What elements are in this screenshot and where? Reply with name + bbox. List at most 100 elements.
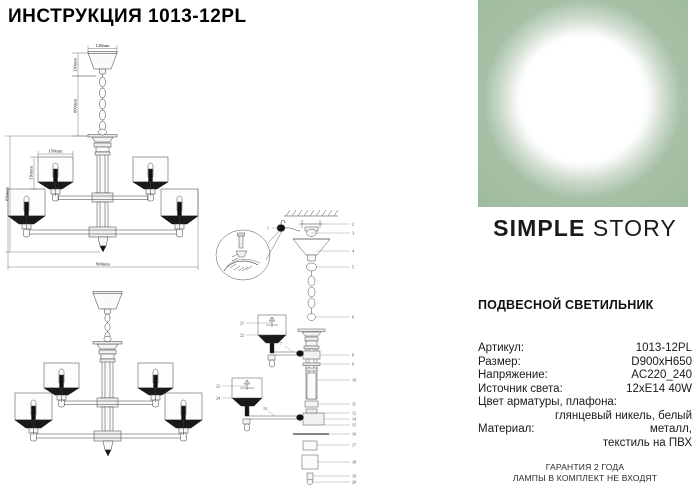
lamp-upper-right-2 xyxy=(137,362,174,408)
lower-column xyxy=(96,201,109,231)
exploded-canopy xyxy=(292,238,331,262)
callout-2: 2 xyxy=(352,222,354,227)
callout-12: 12 xyxy=(352,411,356,416)
exploded-upper-arm xyxy=(257,314,304,368)
callout-16: 16 xyxy=(352,432,356,437)
callout-10: 10 xyxy=(352,378,356,383)
specs-table: Артикул: 1013-12PL Размер: D900xH650 Нап… xyxy=(478,342,692,450)
spec-row-voltage: Напряжение: AC220_240 xyxy=(478,369,692,383)
dim-label-shade-height: 130mm xyxy=(29,166,34,180)
callout-7: 7 xyxy=(280,341,282,346)
exploded-assembly-diagram: 2 3 4 5 6 8 9 10 11 12 14 15 16 17 18 19… xyxy=(210,205,360,485)
lamp-lower-right-2 xyxy=(164,392,203,442)
lamp-upper-left-2 xyxy=(43,362,80,408)
callout-1: 1 xyxy=(267,226,269,231)
warranty-note: ГАРАНТИЯ 2 ГОДА xyxy=(545,462,625,472)
callout-15: 15 xyxy=(352,423,356,428)
sleeve-parts xyxy=(302,362,321,408)
callout-6: 6 xyxy=(352,315,354,320)
callout-4: 4 xyxy=(352,249,354,254)
callout-14: 14 xyxy=(352,417,356,422)
callout-22: 22 xyxy=(240,333,244,338)
callout-11: 11 xyxy=(352,402,356,407)
dim-label-total-height: 650mm xyxy=(5,187,10,201)
lamp-lower-right xyxy=(160,188,199,238)
upper-arm-junction xyxy=(302,350,321,360)
spec-label-color: Цвет арматуры, плафона: xyxy=(478,396,618,408)
spec-row-color-value: глянцевый никель, белый xyxy=(478,410,692,424)
center-column xyxy=(94,151,111,197)
lamp-lower-left-2 xyxy=(14,392,53,442)
spec-row-material: Материал: металл, xyxy=(478,423,692,437)
chandelier-elevation-drawing xyxy=(10,285,235,485)
dimension-total-height: 650mm xyxy=(5,135,100,253)
center-column-2 xyxy=(99,358,116,402)
dim-label-canopy-width: 120mm xyxy=(95,43,109,48)
dimensioned-chandelier-drawing: 120mm 130mm 600mm xyxy=(0,36,235,276)
spec-label-size: Размер: xyxy=(478,355,521,368)
bottom-finial-stack xyxy=(293,433,329,485)
mounting-bracket xyxy=(299,220,323,237)
callout-5: 5 xyxy=(352,265,354,270)
spec-label-article: Артикул: xyxy=(478,342,525,354)
canopy-shape xyxy=(87,51,118,75)
spec-row-size: Размер: D900xH650 xyxy=(478,356,692,370)
spec-row-material-cont: текстиль на ПВХ xyxy=(478,437,692,451)
spec-label-voltage: Напряжение: xyxy=(478,369,548,381)
canopy-shape-2 xyxy=(92,291,123,315)
lower-arm-bar-2 xyxy=(34,430,183,457)
dim-label-canopy-height: 130mm xyxy=(73,58,78,72)
ceiling-hook xyxy=(276,219,301,232)
callout-21: 21 xyxy=(240,321,244,326)
spec-label-lamp: Источник света: xyxy=(478,382,563,395)
spec-value-lamp: 12xE14 40W xyxy=(626,382,692,395)
spec-row-article: Артикул: 1013-12PL xyxy=(478,342,692,356)
detail-magnifier xyxy=(215,226,284,281)
callout-20: 20 xyxy=(352,480,356,485)
callout-24: 24 xyxy=(216,396,220,401)
dimension-canopy-width: 120mm xyxy=(87,43,118,53)
lamp-upper-right xyxy=(132,156,169,202)
dimension-shade-width: 150mm xyxy=(37,149,74,157)
brand-logo: SIMPLE STORY xyxy=(478,215,692,242)
page-title: ИНСТРУКЦИЯ 1013-12PL xyxy=(8,6,247,27)
callout-18: 18 xyxy=(352,460,356,465)
brand-word-light: STORY xyxy=(592,215,677,241)
exploded-lower-arm xyxy=(231,377,304,432)
spec-value-color: глянцевый никель, белый xyxy=(555,409,692,422)
spec-value-voltage: AC220_240 xyxy=(631,369,692,381)
spec-value-article: 1013-12PL xyxy=(635,342,692,354)
spec-value-material-cont: текстиль на ПВХ xyxy=(602,436,692,449)
upper-collar-2 xyxy=(92,336,123,360)
chain xyxy=(99,74,106,134)
callout-13: 13 xyxy=(263,406,267,411)
detail-hook xyxy=(223,259,261,272)
dim-label-shade-width: 150mm xyxy=(48,149,62,154)
brand-word-strong: SIMPLE xyxy=(493,215,586,241)
lower-column-2 xyxy=(101,406,114,435)
product-hero-image xyxy=(478,0,688,207)
footer-notes: ГАРАНТИЯ 2 ГОДА ЛАМПЫ В КОМПЛЕКТ НЕ ВХОД… xyxy=(478,462,692,484)
callout-3: 3 xyxy=(352,231,354,236)
exploded-chain xyxy=(306,262,317,321)
ceiling-hatch xyxy=(284,209,339,217)
callout-23: 23 xyxy=(216,384,220,389)
lamp-upper-left xyxy=(37,156,74,202)
spec-value-size: D900xH650 xyxy=(631,355,692,368)
callout-17: 17 xyxy=(352,443,356,448)
dimension-shade-height: 130mm xyxy=(29,156,38,190)
bulbs-note: ЛАМПЫ В КОМПЛЕКТ НЕ ВХОДЯТ xyxy=(512,473,658,483)
spec-label-material: Материал: xyxy=(478,423,535,435)
collar-stack xyxy=(297,328,326,350)
lower-arm-bar xyxy=(27,226,179,253)
lower-arm-junction xyxy=(302,408,325,426)
upper-arm-bar xyxy=(57,192,149,203)
upper-collar xyxy=(87,128,118,153)
product-info-panel: SIMPLE STORY ПОДВЕСНОЙ СВЕТИЛЬНИК Артику… xyxy=(470,0,700,489)
spec-row-lamp: Источник света: 12xE14 40W xyxy=(478,383,692,397)
callout-9: 9 xyxy=(352,362,354,367)
detail-screw xyxy=(231,232,248,262)
spec-value-material: металл, xyxy=(649,423,692,435)
callout-19: 19 xyxy=(352,474,356,479)
